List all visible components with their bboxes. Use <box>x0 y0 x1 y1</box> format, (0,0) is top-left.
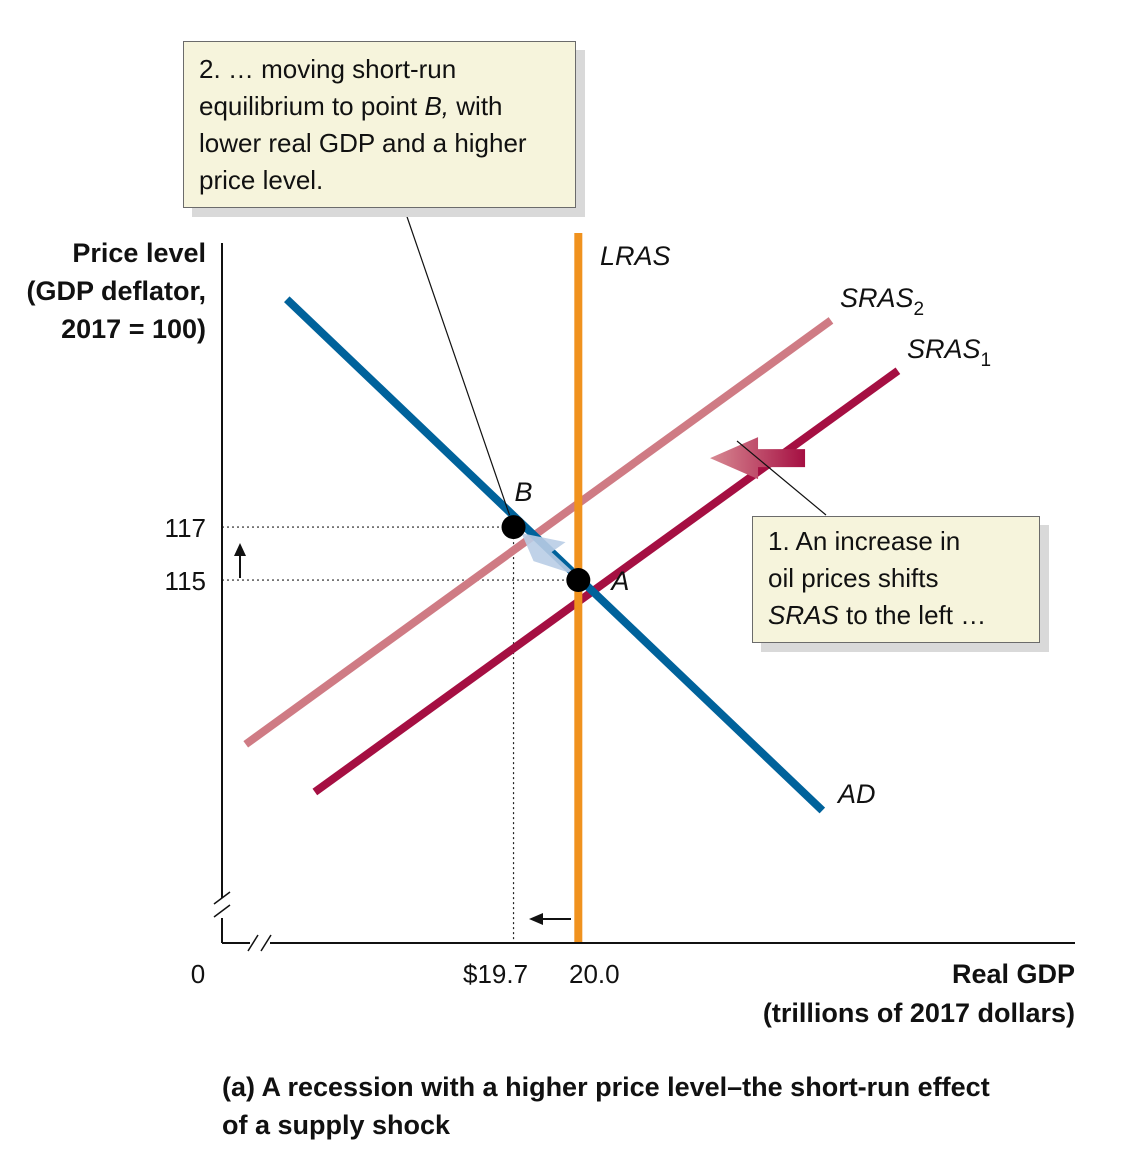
x-tick-20: 20.0 <box>569 959 620 989</box>
y-axis-break-2 <box>213 904 231 918</box>
y-tick-117: 117 <box>165 513 206 543</box>
x-tick-19-7: $19.7 <box>463 959 528 989</box>
markers <box>501 515 591 593</box>
price-up-arrowhead <box>234 543 246 556</box>
sras1-curve <box>312 367 901 796</box>
x-axis-break-2 <box>260 934 272 952</box>
callout-right-line-3: SRAS to the left … <box>768 600 987 630</box>
y-tick-115: 115 <box>165 566 206 596</box>
point-a-label: A <box>609 566 629 596</box>
y-axis-title-line-1: Price level <box>72 238 206 268</box>
caption-line-1: (a) A recession with a higher price leve… <box>222 1072 990 1102</box>
callout-top: 2. … moving short-run equilibrium to poi… <box>183 41 576 208</box>
callout-right-line-2: oil prices shifts <box>768 563 939 593</box>
point-b-label: B <box>515 477 533 507</box>
callout-top-line-3: lower real GDP and a higher <box>199 128 527 158</box>
x-axis-title-line-2: (trillions of 2017 dollars) <box>763 998 1075 1028</box>
origin-label: 0 <box>191 959 205 989</box>
sras1-subscript: 1 <box>981 350 992 371</box>
callout-sras-ref: SRAS <box>768 600 839 630</box>
sras2-subscript: 2 <box>914 299 925 320</box>
callout-point-b-ref: B, <box>424 91 450 121</box>
y-axis-title-line-3: 2017 = 100) <box>61 314 206 344</box>
sras2-curve <box>243 317 834 748</box>
y-axis-title-line-2: (GDP deflator, <box>26 276 206 306</box>
point-b <box>501 515 526 540</box>
sras1-label: SRAS1 <box>907 334 991 371</box>
y-axis-break-1 <box>213 891 231 905</box>
callout-top-leader <box>403 207 511 516</box>
callout-right-leader <box>736 440 827 516</box>
sras2-label: SRAS2 <box>840 283 924 320</box>
callout-right-line-1: 1. An increase in <box>768 526 961 556</box>
movement-arrow <box>521 533 577 576</box>
gdp-left-arrowhead <box>529 913 543 925</box>
x-axis-title-line-1: Real GDP <box>952 959 1075 989</box>
x-axis-break-1 <box>247 934 259 952</box>
point-a <box>566 568 591 593</box>
ad-label: AD <box>836 779 876 809</box>
callout-top-line-1: 2. … moving short-run <box>199 54 457 84</box>
caption-line-2: of a supply shock <box>222 1110 451 1140</box>
callout-top-line-4: price level. <box>199 165 324 195</box>
lras-label: LRAS <box>600 241 671 271</box>
callout-right: 1. An increase in oil prices shifts SRAS… <box>752 516 1040 643</box>
figure-caption: (a) A recession with a higher price leve… <box>222 1068 990 1144</box>
axes <box>213 243 1075 952</box>
callout-top-line-2: equilibrium to point B, with <box>199 91 503 121</box>
leaders <box>403 207 827 516</box>
reference-lines <box>222 526 579 943</box>
